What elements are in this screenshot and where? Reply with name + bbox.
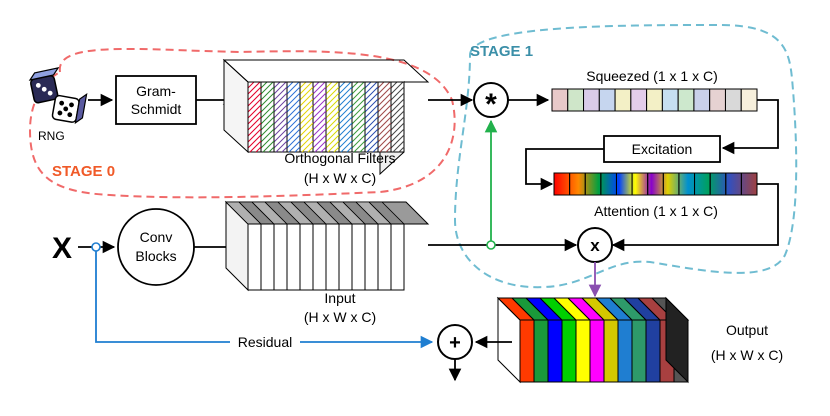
stage0-outline — [28, 47, 456, 199]
squeezed-cell-2 — [567, 88, 585, 112]
stage1-outline — [453, 23, 798, 289]
input-feature-stack — [224, 200, 430, 292]
output-slice-1 — [519, 319, 535, 383]
ortho-filter-slice-7 — [300, 81, 341, 153]
input-slice-5 — [299, 223, 314, 291]
output-dims: (H x W x C) — [711, 347, 783, 363]
residual-split-node — [91, 242, 101, 252]
input-slice-3 — [273, 223, 288, 291]
input-dims: (H x W x C) — [304, 309, 376, 325]
input-slice-2 — [260, 223, 275, 291]
add-operator-symbol: + — [449, 332, 461, 354]
orthogonal-filters-stack — [222, 58, 430, 176]
input-slice-9 — [351, 223, 366, 291]
squeezed-cell-12 — [724, 88, 742, 112]
squeezed-cell-3 — [583, 88, 600, 112]
squeezed-cell-9 — [677, 88, 695, 112]
green-split-node — [486, 240, 496, 250]
ortho-top-face — [222, 59, 430, 83]
input-slice-10 — [364, 223, 379, 291]
ortho-side-face — [223, 58, 249, 154]
dice-icon — [28, 67, 88, 125]
excitation-to-attention-arrow — [525, 148, 604, 191]
input-slice-6 — [312, 223, 327, 291]
input-slice-7 — [325, 223, 340, 291]
squeezed-cell-10 — [693, 88, 711, 112]
output-back-face — [665, 296, 689, 384]
squeezed-vector — [551, 88, 758, 112]
squeezed-cell-5 — [614, 88, 632, 112]
squeezed-cell-8 — [661, 88, 679, 112]
ortho-dims: (H x W x C) — [304, 170, 376, 186]
gram-schmidt-label-2: Schmidt — [131, 101, 182, 117]
gram-schmidt-label-1: Gram- — [136, 83, 176, 99]
output-slice-2 — [533, 319, 549, 383]
squeezed-to-excitation-arrow — [721, 99, 779, 155]
input-title: Input — [324, 290, 355, 306]
gram-schmidt-box — [115, 75, 197, 125]
output-slice-8 — [617, 319, 633, 383]
squeezed-cell-13 — [740, 88, 758, 112]
output-title: Output — [726, 322, 768, 338]
output-slice-6 — [589, 319, 605, 383]
attention-label: Attention (1 x 1 x C) — [594, 203, 718, 219]
input-slice-12 — [390, 223, 405, 291]
input-slice-8 — [338, 223, 353, 291]
residual-label-bg — [230, 332, 300, 352]
input-slice-11 — [377, 223, 392, 291]
attention-vector — [553, 172, 758, 196]
output-slice-9 — [631, 319, 647, 383]
excitation-box — [603, 135, 721, 163]
squeezed-cell-6 — [630, 88, 648, 112]
squeezed-label: Squeezed (1 x 1 x C) — [586, 68, 718, 84]
rng-label: RNG — [38, 129, 65, 143]
ortho-title: Orthogonal Filters — [284, 150, 395, 166]
squeezed-cell-11 — [709, 88, 726, 112]
excitation-label: Excitation — [632, 141, 693, 157]
residual-arrow — [95, 251, 434, 349]
squeezed-cell-1 — [551, 88, 569, 112]
conv-operator-symbol: * — [485, 88, 497, 121]
attention-gradient — [553, 172, 758, 196]
input-x-label: X — [52, 232, 72, 265]
conv-blocks-node — [117, 208, 195, 286]
conv-blocks-label-2: Blocks — [135, 248, 176, 264]
output-slice-3 — [547, 319, 563, 383]
conv-blocks-label-1: Conv — [140, 229, 173, 245]
output-slice-4 — [561, 319, 577, 383]
input-slice-1 — [247, 223, 262, 291]
output-feature-stack — [496, 296, 690, 384]
ortho-filter-slice-9 — [326, 81, 367, 153]
output-slice-7 — [603, 319, 619, 383]
input-slice-4 — [286, 223, 301, 291]
residual-label: Residual — [238, 334, 292, 350]
attention-to-multiply-arrow — [611, 183, 779, 252]
output-slice-5 — [575, 319, 591, 383]
squeezed-cell-7 — [646, 88, 663, 112]
output-slice-10 — [645, 319, 661, 383]
multiply-operator-symbol: x — [590, 236, 600, 255]
stage0-label: STAGE 0 — [52, 163, 115, 180]
squeezed-cell-4 — [598, 88, 616, 112]
stage1-label: STAGE 1 — [470, 43, 533, 60]
